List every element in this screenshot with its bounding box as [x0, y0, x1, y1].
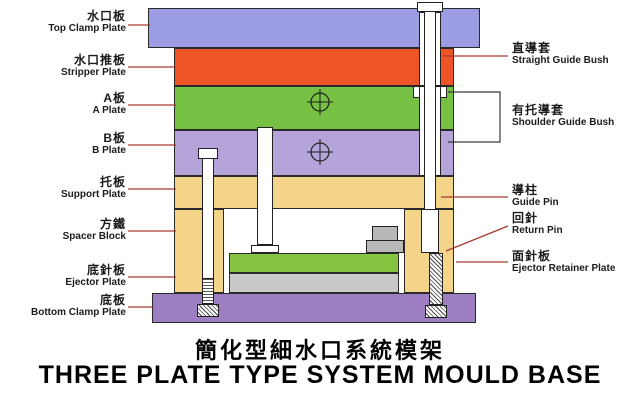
label-zh: 底板: [99, 293, 126, 307]
label-en: Straight Guide Bush: [512, 55, 609, 66]
page-title-en: THREE PLATE TYPE SYSTEM MOULD BASE: [38, 361, 602, 389]
label-ejector-retainer-plate: 面針板 Ejector Retainer Plate: [512, 250, 638, 275]
label-zh: 底針板: [86, 263, 126, 277]
support-pillar-top: [372, 226, 398, 241]
puller-bolt: [202, 159, 214, 278]
a-plate: [174, 86, 454, 130]
label-zh: 面針板: [512, 249, 552, 263]
label-en: A Plate: [92, 105, 126, 116]
label-spacer-block: 方鐵 Spacer Block: [2, 218, 126, 243]
label-en: Ejector Plate: [65, 277, 126, 288]
return-pin: [429, 253, 443, 305]
label-guide-pin: 導柱 Guide Pin: [512, 184, 638, 209]
guide-pin: [424, 12, 436, 209]
support-pillar-base: [366, 240, 404, 253]
label-top-clamp-plate: 水口板 Top Clamp Plate: [2, 10, 126, 35]
stripper-plate: [174, 48, 454, 86]
label-en: Shoulder Guide Bush: [512, 117, 615, 128]
label-en: Return Pin: [512, 225, 563, 236]
label-en: Support Plate: [60, 189, 126, 200]
label-zh: 直導套: [512, 41, 552, 55]
guide-pin-head: [417, 2, 443, 12]
label-zh: 方鐵: [99, 217, 126, 231]
label-zh: A板: [103, 91, 126, 105]
label-en: Top Clamp Plate: [48, 23, 126, 34]
label-zh: 水口板: [86, 9, 126, 23]
label-en: Stripper Plate: [60, 67, 126, 78]
guide-pin-tip: [421, 209, 439, 253]
label-a-plate: A板 A Plate: [2, 92, 126, 117]
label-en: B Plate: [92, 145, 126, 156]
bush-bracket: [448, 91, 501, 143]
ejector-retainer-plate: [229, 253, 399, 273]
puller-bolt-head: [198, 148, 218, 159]
label-en: Guide Pin: [512, 197, 559, 208]
page-title-zh: 簡化型細水口系統模架: [194, 338, 445, 363]
label-zh: B板: [103, 131, 126, 145]
label-zh: 有托導套: [512, 103, 565, 117]
label-shoulder-guide-bush: 有托導套 Shoulder Guide Bush: [512, 104, 638, 129]
support-plate: [174, 176, 454, 209]
label-return-pin: 回針 Return Pin: [512, 212, 638, 237]
label-en: Bottom Clamp Plate: [30, 307, 126, 318]
label-en: Ejector Retainer Plate: [512, 263, 616, 274]
center-guide-pin: [257, 127, 273, 245]
label-zh: 托板: [99, 175, 126, 189]
label-zh: 回針: [512, 211, 539, 225]
label-ejector-plate: 底針板 Ejector Plate: [2, 264, 126, 289]
ejector-plate: [229, 273, 399, 293]
leader-line: [445, 225, 509, 252]
puller-bolt-thread: [202, 278, 214, 304]
label-stripper-plate: 水口推板 Stripper Plate: [2, 54, 126, 79]
center-guide-pin-flange: [251, 245, 279, 253]
label-zh: 導柱: [512, 183, 539, 197]
label-b-plate: B板 B Plate: [2, 132, 126, 157]
return-pin-head: [425, 305, 447, 318]
puller-bolt-tip: [197, 304, 219, 317]
spacer-block-left: [174, 209, 224, 293]
label-en: Spacer Block: [62, 231, 126, 242]
label-bottom-clamp-plate: 底板 Bottom Clamp Plate: [2, 294, 126, 319]
label-support-plate: 托板 Support Plate: [2, 176, 126, 201]
label-zh: 水口推板: [73, 53, 126, 67]
label-straight-guide-bush: 直導套 Straight Guide Bush: [512, 42, 638, 67]
